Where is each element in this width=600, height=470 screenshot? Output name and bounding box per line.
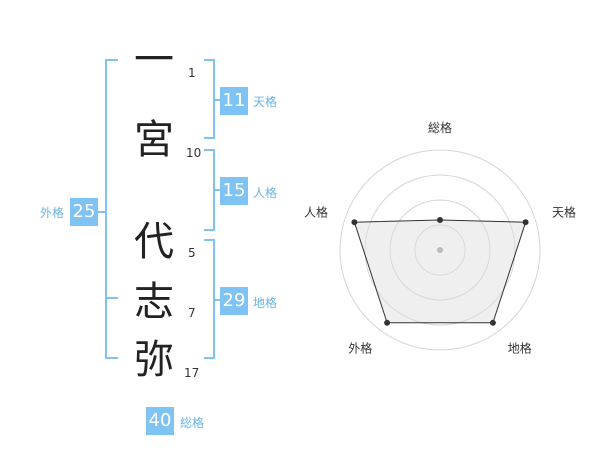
- radar-area: [353, 219, 527, 324]
- name-char-1: 一: [134, 37, 174, 83]
- chikaku-value: 29: [220, 287, 248, 315]
- radar-center: [437, 247, 443, 253]
- jinkaku-value: 15: [220, 177, 248, 205]
- gaikaku-bracket: [105, 59, 118, 359]
- gaikaku-value: 25: [70, 198, 98, 226]
- radar-ring-3: [364, 174, 516, 326]
- chikaku-label: 地格: [253, 296, 278, 310]
- radar-ring-2: [389, 199, 491, 301]
- stroke-count-5: 17: [184, 366, 200, 380]
- radar-point-4: [384, 319, 391, 326]
- radar-axis-label-3: 地格: [508, 341, 532, 356]
- radar-point-2: [522, 219, 529, 226]
- name-char-3: 代: [134, 219, 174, 265]
- radar-point-1: [437, 217, 443, 223]
- radar-axis-label-5: 人格: [304, 204, 328, 219]
- stroke-count-3: 5: [188, 246, 196, 260]
- soukaku-value: 40: [146, 407, 174, 435]
- radar-axis-label-2: 天格: [552, 204, 576, 219]
- radar-point-3: [489, 319, 496, 326]
- name-char-4: 志: [134, 279, 174, 325]
- name-char-5: 弥: [134, 337, 174, 383]
- radar-point-5: [351, 219, 358, 226]
- tenkaku-label: 天格: [253, 95, 278, 109]
- soukaku-label: 総格: [180, 416, 205, 430]
- stroke-count-2: 10: [186, 146, 202, 160]
- radar-ring-4: [339, 149, 541, 351]
- gaikaku-label: 外格: [40, 206, 65, 220]
- name-char-2: 宮: [134, 117, 174, 163]
- jinkaku-label: 人格: [253, 186, 278, 200]
- radar-axis-label-1: 総格: [428, 120, 452, 135]
- stroke-count-4: 7: [188, 306, 196, 320]
- stroke-count-1: 1: [188, 66, 196, 80]
- tenkaku-value: 11: [220, 87, 248, 115]
- radar-ring-1: [414, 224, 466, 276]
- radar-axis-label-4: 外格: [348, 341, 372, 356]
